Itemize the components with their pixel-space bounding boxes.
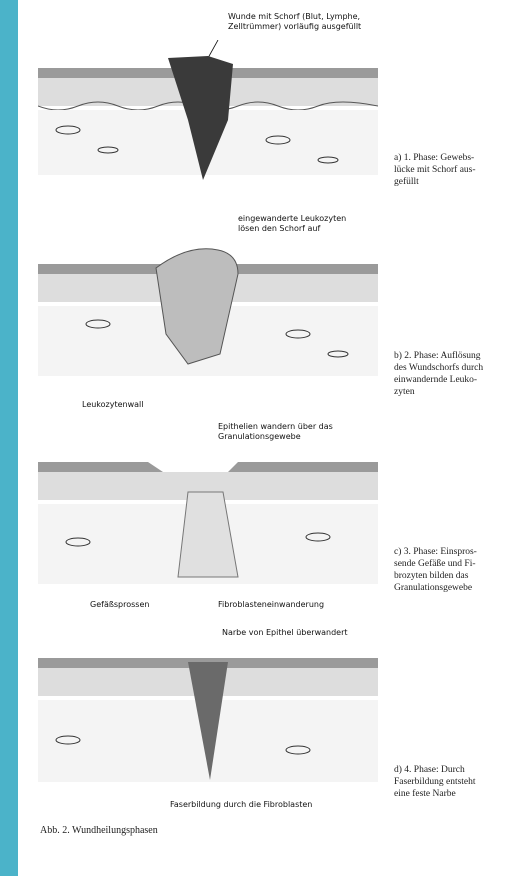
panel-phase-4 — [38, 650, 378, 790]
phase-1-illustration — [38, 40, 378, 180]
phase-2-illustration — [38, 244, 378, 384]
phase-4-illustration — [38, 650, 378, 790]
label-fibroblast-immigration: Fibroblasteneinwanderung — [218, 600, 324, 610]
panel-phase-1 — [38, 40, 378, 180]
label-leukocytes-dissolve: eingewanderte Leukozyten lösen den Schor… — [238, 214, 346, 234]
caption-phase-2: b) 2. Phase: Auflösung des Wundschorfs d… — [394, 350, 506, 398]
label-epithelium-migrates: Epithelien wandern über das Granulations… — [218, 422, 333, 442]
phase-3-illustration — [38, 452, 378, 592]
caption-phase-4: d) 4. Phase: Durch Faserbildung entsteht… — [394, 764, 506, 800]
panel-phase-2 — [38, 244, 378, 384]
label-vessel-sprouts: Gefäßsprossen — [90, 600, 149, 610]
caption-phase-3: c) 3. Phase: Einspros- sende Gefäße und … — [394, 546, 506, 594]
label-scar-overgrown: Narbe von Epithel überwandert — [222, 628, 348, 638]
label-leukocyte-wall: Leukozytenwall — [82, 400, 144, 410]
left-accent-bar — [0, 0, 18, 876]
label-fiber-formation: Faserbildung durch die Fibroblasten — [170, 800, 312, 810]
caption-phase-1: a) 1. Phase: Gewebs- lücke mit Schorf au… — [394, 152, 506, 188]
label-wound-scab: Wunde mit Schorf (Blut, Lymphe, Zelltrüm… — [228, 12, 361, 32]
panel-phase-3 — [38, 452, 378, 592]
figure-caption: Abb. 2. Wundheilungsphasen — [40, 825, 158, 836]
